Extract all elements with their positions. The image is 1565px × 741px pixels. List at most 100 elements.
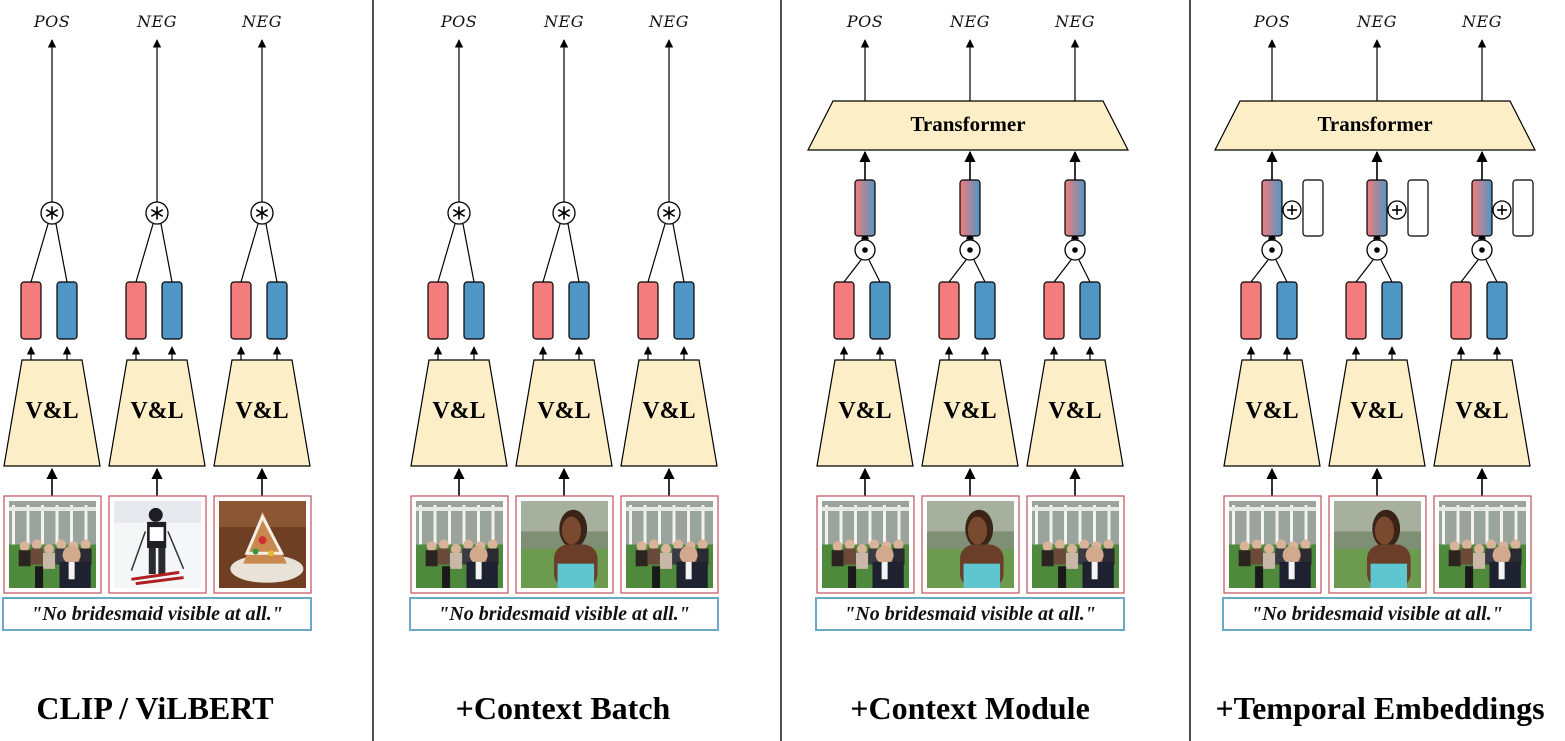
photo-wedding-crowd [1433, 495, 1532, 594]
transformer-block [807, 100, 1129, 151]
image-embedding [833, 281, 855, 340]
vl-encoder [816, 359, 914, 467]
encoder-label: V&L [838, 398, 892, 424]
asterisk-circle-icon [250, 201, 274, 225]
photo-gingerbread-house [213, 495, 312, 594]
connector-line [1380, 259, 1393, 283]
image-embedding [1240, 281, 1262, 340]
plus-circle-icon [1492, 200, 1512, 220]
vl-encoder [1223, 359, 1321, 467]
photo-wedding-crowd [620, 495, 719, 594]
temporal-embedding [1512, 179, 1534, 237]
output-label-neg: NEG [1462, 12, 1502, 31]
encoder-label: V&L [130, 398, 184, 424]
output-label-pos: POS [33, 12, 71, 31]
encoder-label: V&L [642, 398, 696, 424]
text-embedding [673, 281, 695, 340]
text-embedding [266, 281, 288, 340]
vl-encoder [410, 359, 508, 467]
encoder-label: V&L [1455, 398, 1509, 424]
output-label-neg: NEG [242, 12, 282, 31]
panel-title: +Context Batch [455, 690, 671, 726]
vl-encoder [213, 359, 311, 467]
connector-line [135, 223, 154, 283]
output-label-neg: NEG [1055, 12, 1095, 31]
text-embedding [869, 281, 891, 340]
panel-title: +Temporal Embeddings [1215, 690, 1545, 726]
photo-wedding-crowd [816, 495, 915, 594]
caption-box: "No bridesmaid visible at all." [2, 597, 312, 631]
vl-encoder [1328, 359, 1426, 467]
photo-woman-closeup [1328, 495, 1427, 594]
image-embedding [1450, 281, 1472, 340]
dot-circle-icon [1366, 239, 1388, 261]
connector-line [672, 223, 685, 283]
fused-embedding [854, 179, 876, 237]
dot-circle-icon [959, 239, 981, 261]
panel-title: CLIP / ViLBERT [36, 690, 274, 726]
vl-encoder [3, 359, 101, 467]
fused-embedding [1471, 179, 1493, 237]
connector-line [1053, 259, 1072, 283]
caption-box: "No bridesmaid visible at all." [1222, 597, 1532, 631]
connector-line [1485, 259, 1498, 283]
output-label-neg: NEG [544, 12, 584, 31]
dot-circle-icon [1261, 239, 1283, 261]
image-embedding [20, 281, 42, 340]
vl-encoder [1433, 359, 1531, 467]
connector-line [1078, 259, 1091, 283]
panel-title: +Context Module [850, 690, 1090, 726]
photo-wedding-crowd [1223, 495, 1322, 594]
transformer-block [1214, 100, 1536, 151]
vl-encoder [515, 359, 613, 467]
output-label-pos: POS [440, 12, 478, 31]
transformer-label: Transformer [910, 112, 1026, 136]
text-embedding [1079, 281, 1101, 340]
connector-line [647, 223, 666, 283]
image-embedding [637, 281, 659, 340]
text-embedding [974, 281, 996, 340]
connector-line [30, 223, 49, 283]
image-embedding [1043, 281, 1065, 340]
output-label-neg: NEG [950, 12, 990, 31]
temporal-embedding [1407, 179, 1429, 237]
caption-box: "No bridesmaid visible at all." [815, 597, 1125, 631]
connector-line [843, 259, 862, 283]
asterisk-circle-icon [657, 201, 681, 225]
photo-woman-closeup [515, 495, 614, 594]
text-embedding [1486, 281, 1508, 340]
fused-embedding [959, 179, 981, 237]
asterisk-circle-icon [552, 201, 576, 225]
connector-line [567, 223, 580, 283]
dot-circle-icon [854, 239, 876, 261]
fused-embedding [1064, 179, 1086, 237]
vl-encoder [108, 359, 206, 467]
encoder-label: V&L [943, 398, 997, 424]
connector-line [1275, 259, 1288, 283]
plus-circle-icon [1387, 200, 1407, 220]
asterisk-circle-icon [447, 201, 471, 225]
dot-circle-icon [1064, 239, 1086, 261]
vl-encoder [620, 359, 718, 467]
text-embedding [1381, 281, 1403, 340]
text-embedding [568, 281, 590, 340]
output-label-neg: NEG [1357, 12, 1397, 31]
connector-line [240, 223, 259, 283]
photo-wedding-crowd [3, 495, 102, 594]
text-embedding [1276, 281, 1298, 340]
text-embedding [56, 281, 78, 340]
encoder-label: V&L [1245, 398, 1299, 424]
asterisk-circle-icon [145, 201, 169, 225]
image-embedding [125, 281, 147, 340]
output-label-neg: NEG [137, 12, 177, 31]
connector-line [948, 259, 967, 283]
photo-wedding-crowd [410, 495, 509, 594]
photo-wedding-crowd [1026, 495, 1125, 594]
fused-embedding [1261, 179, 1283, 237]
encoder-label: V&L [235, 398, 289, 424]
image-embedding [938, 281, 960, 340]
temporal-embedding [1302, 179, 1324, 237]
image-embedding [230, 281, 252, 340]
plus-circle-icon [1282, 200, 1302, 220]
connector-line [868, 259, 881, 283]
